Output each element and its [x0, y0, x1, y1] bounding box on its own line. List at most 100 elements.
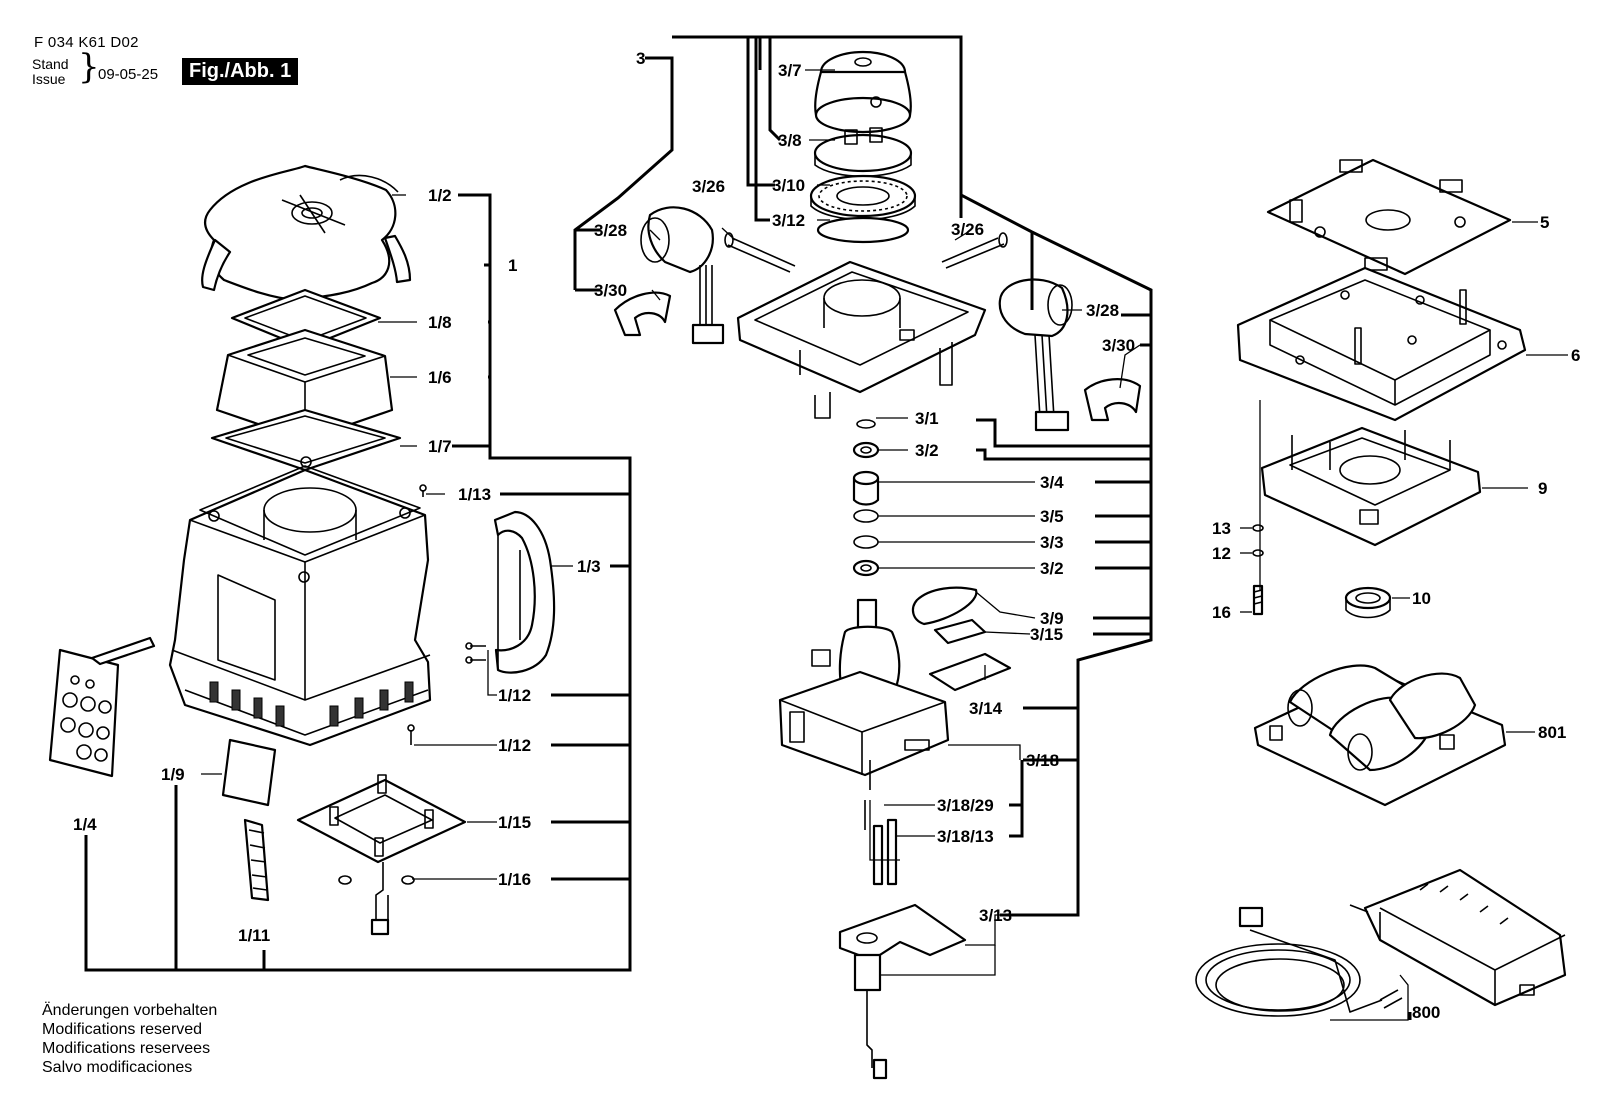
rotor-chassis-drawing — [736, 260, 987, 419]
part-drawing-3-18-29 — [872, 824, 884, 886]
note-fr: Modifications reservees — [42, 1040, 211, 1057]
label-3-18-13: 3/18/13 — [937, 827, 994, 846]
part-drawing-3-15 — [933, 618, 987, 645]
part-drawing-1-3 — [493, 510, 556, 674]
label-3-14: 3/14 — [969, 699, 1003, 718]
label-10: 10 — [1412, 589, 1431, 608]
label-1-3: 1/3 — [577, 557, 601, 576]
part-drawing-5 — [1266, 158, 1512, 276]
part-drawing-3-26-pins — [724, 232, 1008, 273]
label-6: 6 — [1571, 346, 1580, 365]
stand-label: Stand — [32, 56, 69, 72]
label-3-13: 3/13 — [979, 906, 1012, 925]
note-es: Salvo modificaciones — [42, 1059, 193, 1076]
label-3-9: 3/9 — [1040, 609, 1064, 628]
label-1-7: 1/7 — [428, 437, 452, 456]
stand-issue-labels: Stand Issue — [32, 57, 69, 87]
part-drawing-1-7 — [210, 408, 402, 472]
label-3-3: 3/3 — [1040, 533, 1064, 552]
group-3-leader-lines — [573, 35, 1153, 976]
bearing-stack-drawing — [852, 419, 880, 577]
label-1-2: 1/2 — [428, 186, 452, 205]
label-3-18: 3/18 — [1026, 751, 1059, 770]
issue-label: Issue — [32, 71, 66, 87]
label-1-8: 1/8 — [428, 313, 452, 332]
part-drawing-1-16-washer-b — [401, 875, 415, 885]
part-drawing-3-28-right — [998, 278, 1073, 432]
part-drawing-9 — [1260, 426, 1482, 547]
label-3-7: 3/7 — [778, 61, 802, 80]
part-drawing-1-2 — [201, 164, 412, 302]
housing-vent-slots — [209, 681, 414, 727]
part-drawing-10 — [1344, 586, 1392, 619]
label-3-8: 3/8 — [778, 131, 802, 150]
part-drawing-1-4 — [48, 636, 156, 778]
note-de: Änderungen vorbehalten — [42, 1002, 218, 1019]
label-3-5: 3/5 — [1040, 507, 1064, 526]
figure-badge: Fig./Abb. 1 — [182, 58, 299, 85]
label-3-2a: 3/2 — [915, 441, 939, 460]
label-5: 5 — [1540, 213, 1549, 232]
part-drawing-1-11 — [243, 818, 270, 902]
label-1-11: 1/11 — [238, 926, 270, 945]
label-1-12b: 1/12 — [498, 736, 531, 755]
note-en: Modifications reserved — [42, 1021, 203, 1038]
label-1-6: 1/6 — [428, 368, 452, 387]
part-drawing-3-9 — [911, 586, 978, 626]
label-3-30a: 3/30 — [594, 281, 627, 300]
part-drawing-1-9 — [221, 738, 277, 807]
label-1-4: 1/4 — [73, 815, 97, 834]
part-drawing-3-13 — [838, 903, 967, 1080]
label-3-15: 3/15 — [1030, 625, 1063, 644]
part-drawing-3-12 — [816, 216, 910, 244]
label-801: 801 — [1538, 723, 1566, 742]
part-drawing-1-15 — [296, 774, 467, 936]
part-drawing-1-12-screws — [407, 642, 486, 745]
label-3-26b: 3/26 — [951, 220, 984, 239]
label-3-26a: 3/26 — [692, 177, 725, 196]
part-drawing-3-18-13 — [886, 818, 898, 886]
label-3-12: 3/12 — [772, 211, 805, 230]
part-drawing-801 — [1253, 664, 1507, 807]
label-12: 12 — [1212, 544, 1231, 563]
part-drawing-3-14 — [928, 652, 1012, 692]
label-1-15: 1/15 — [498, 813, 531, 832]
label-1-16: 1/16 — [498, 870, 531, 889]
part-drawing-6 — [1236, 266, 1527, 422]
part-drawing-3-10 — [809, 174, 917, 221]
label-3-30b: 3/30 — [1102, 336, 1135, 355]
label-3-28b: 3/28 — [1086, 301, 1119, 320]
label-3-28a: 3/28 — [594, 221, 627, 240]
label-16: 16 — [1212, 603, 1231, 622]
part-drawing-3-18-assembly — [778, 598, 950, 830]
part-drawing-800 — [1195, 868, 1567, 1017]
part-drawing-3-8 — [813, 127, 913, 177]
part-labels: 1/2 1 1/8 1/6 1/7 1/13 1/3 1/12 1/12 1/9… — [73, 49, 1580, 1022]
right-group-leader-lines — [1240, 221, 1568, 1021]
rotor-assembly-drawing — [613, 50, 1142, 1080]
label-3-1: 3/1 — [915, 409, 939, 428]
label-3: 3 — [636, 49, 645, 68]
part-drawing-16 — [1252, 584, 1264, 616]
part-drawing-3-30-left — [613, 291, 672, 337]
label-1-12a: 1/12 — [498, 686, 531, 705]
label-1-9: 1/9 — [161, 765, 185, 784]
part-drawing-3-7 — [814, 50, 912, 134]
label-13: 13 — [1212, 519, 1231, 538]
document-number: F 034 K61 D02 — [34, 34, 139, 51]
label-800: 800 — [1412, 1003, 1440, 1022]
label-3-10: 3/10 — [772, 176, 805, 195]
part-drawing-1-16-washer-a — [338, 875, 352, 885]
label-3-4: 3/4 — [1040, 473, 1064, 492]
label-1-13: 1/13 — [458, 485, 491, 504]
part-drawing-13 — [1252, 524, 1264, 532]
label-9: 9 — [1538, 479, 1547, 498]
part-drawing-12 — [1252, 549, 1264, 557]
part-drawing-3-28-left — [640, 206, 725, 345]
modification-notes: Änderungen vorbehalten Modifications res… — [42, 1001, 217, 1077]
part-drawing-3-30-right — [1083, 378, 1142, 422]
housing-drawing — [168, 456, 432, 747]
issue-date: 09-05-25 — [98, 66, 159, 83]
label-1: 1 — [508, 256, 517, 275]
